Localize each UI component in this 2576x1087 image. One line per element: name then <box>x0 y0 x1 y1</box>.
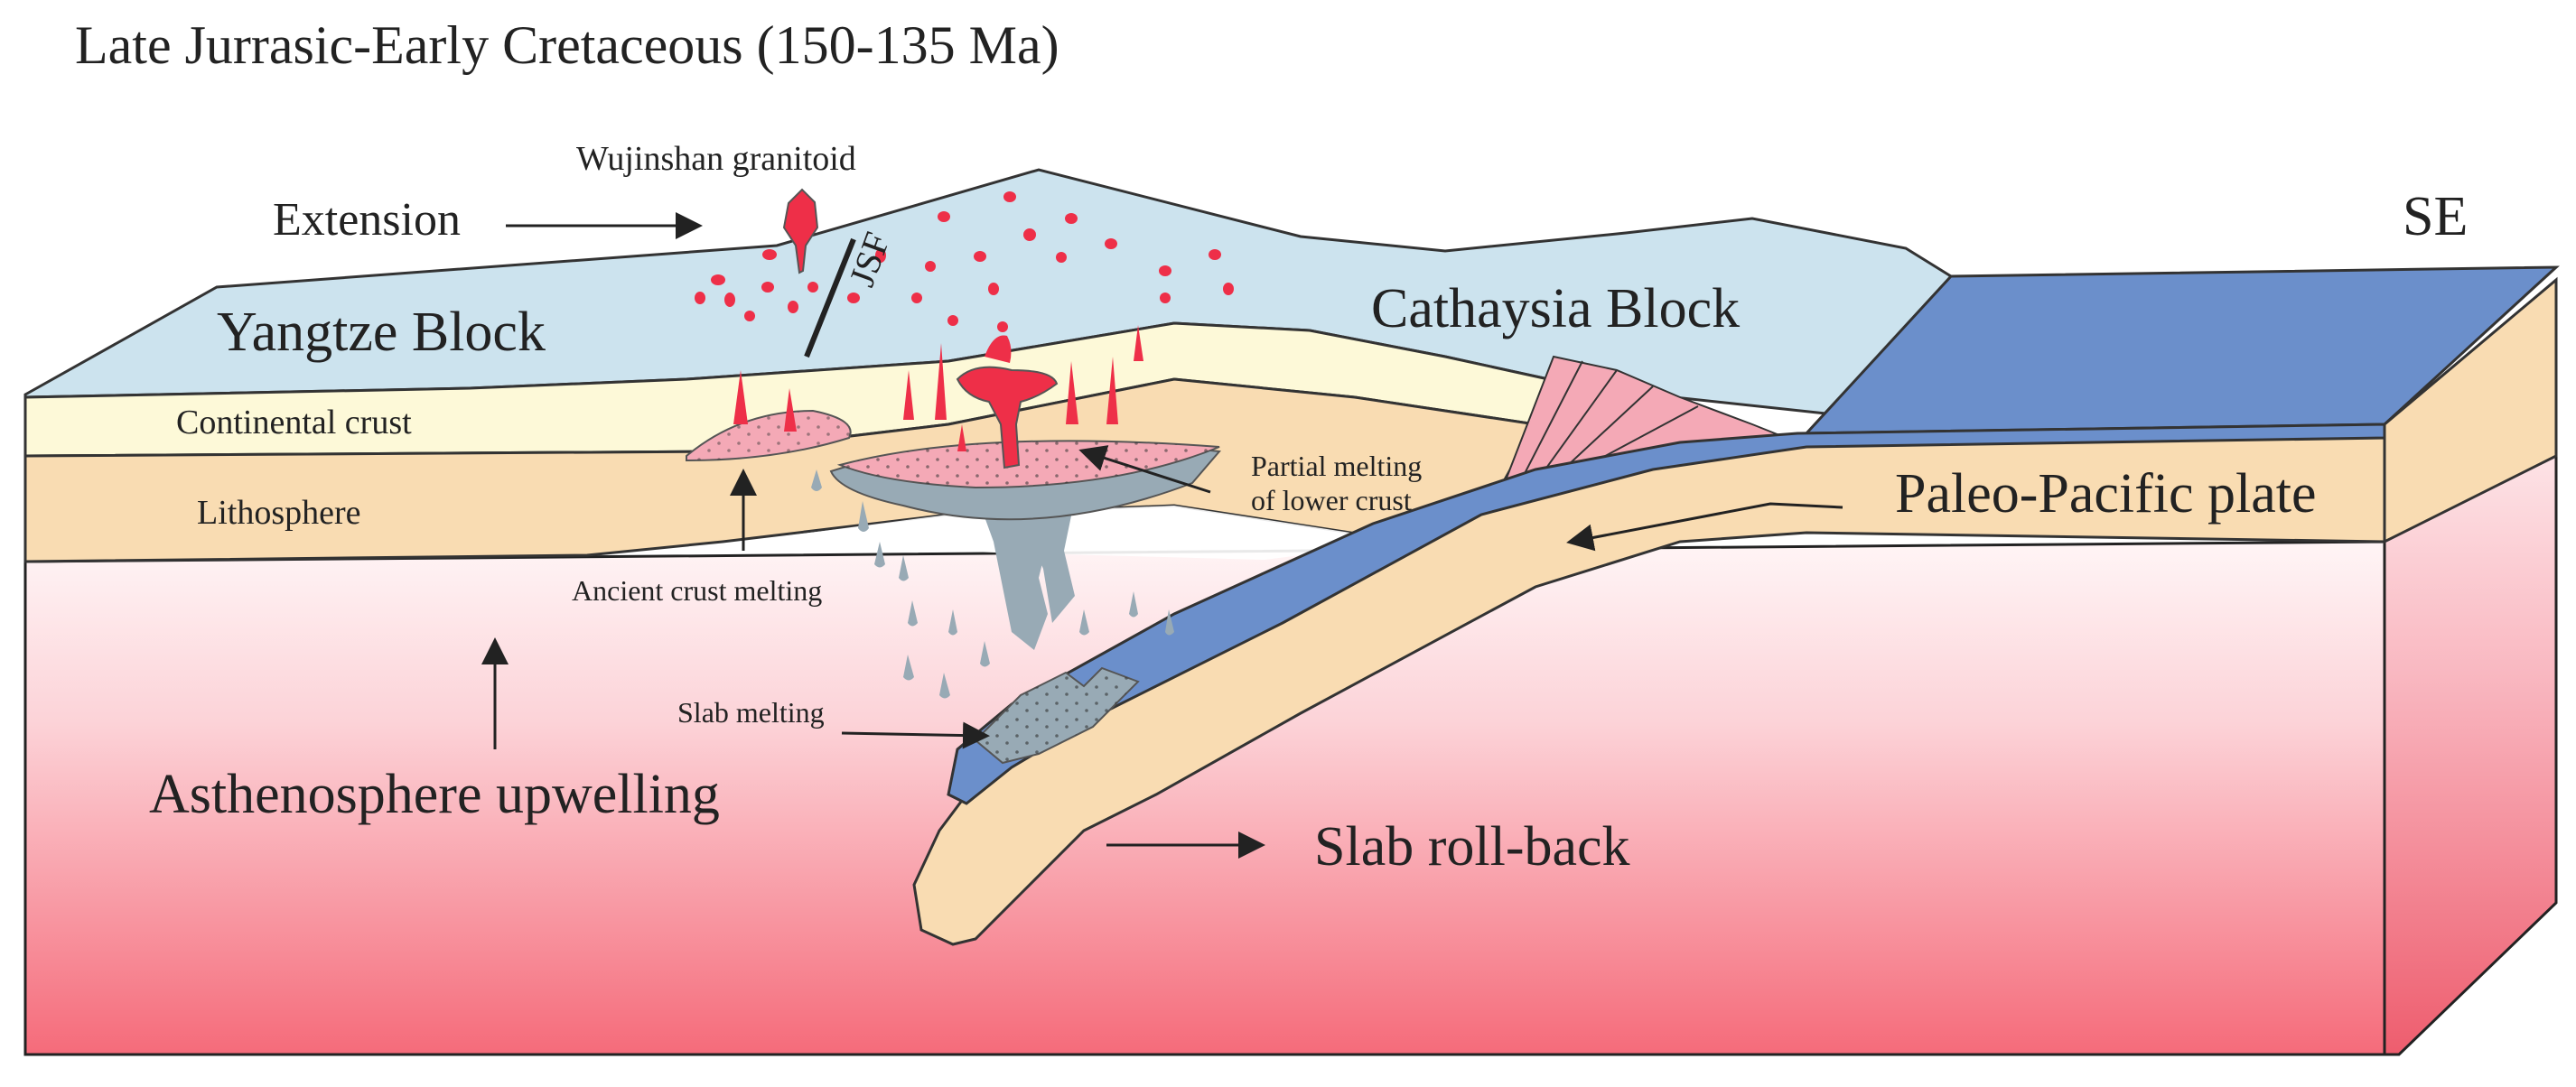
asthenosphere-upwelling-label: Asthenosphere upwelling <box>149 764 720 825</box>
extension-label: Extension <box>273 194 461 246</box>
partial-melting-label-2: of lower crust <box>1251 484 1412 516</box>
slab-roll-back-label: Slab roll-back <box>1314 816 1630 878</box>
partial-melting-label-1: Partial melting <box>1251 450 1422 482</box>
lithosphere-base <box>741 506 1409 560</box>
lithosphere-label: Lithosphere <box>197 494 361 532</box>
melt-spikes <box>733 325 1143 451</box>
partial-melting-arrow <box>1078 445 1211 494</box>
subducting-oceanic-crust <box>947 423 2386 805</box>
granite-diapir <box>956 366 1059 469</box>
melt-droplets <box>695 191 1234 332</box>
slab-melt-droplets <box>811 469 1174 699</box>
wujinshan-granitoid-label: Wujinshan granitoid <box>576 140 856 178</box>
cathaysia-block-label: Cathaysia Block <box>1371 278 1740 339</box>
slab-melting-arrow <box>841 721 990 749</box>
diagram-title: Late Jurrasic-Early Cretaceous (150-135 … <box>75 15 1059 75</box>
ancient-crust-melting-label: Ancient crust melting <box>572 574 822 607</box>
jsf-fault-line <box>804 237 856 358</box>
paleo-pacific-plate-label: Paleo-Pacific plate <box>1895 463 2317 525</box>
paleo-pacific-arrow <box>1566 502 1843 552</box>
slab-melting-label: Slab melting <box>677 696 825 729</box>
yangtze-block-label: Yangtze Block <box>217 302 546 363</box>
se-label: SE <box>2403 186 2468 247</box>
wujinshan-granitoid-body <box>782 188 819 274</box>
continental-crust-label: Continental crust <box>176 404 412 441</box>
